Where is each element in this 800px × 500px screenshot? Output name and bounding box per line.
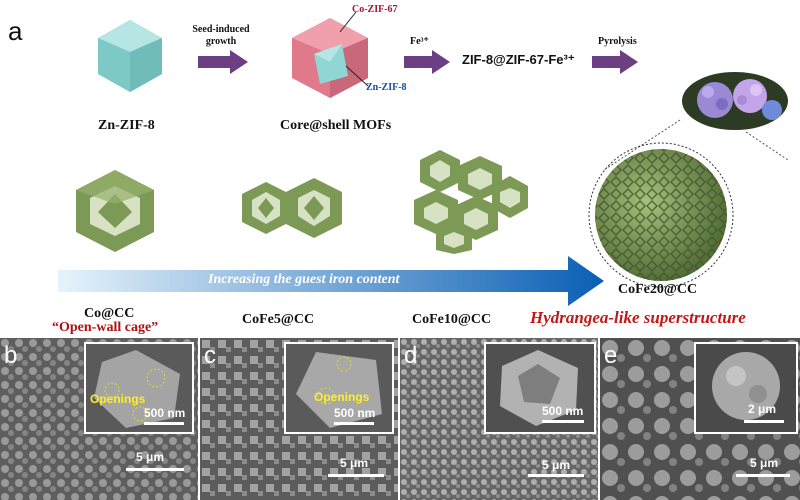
- sem-e-label: e: [604, 342, 618, 369]
- sem-panel-c: c Openings 500 nm 5 μm: [200, 338, 398, 500]
- co-cc-label: Co@CC: [84, 306, 135, 321]
- sem-e-scale-text: 5 μm: [750, 456, 779, 470]
- hydrangea-label: Hydrangea-like superstructure: [530, 308, 746, 327]
- fe3-label: Fe³⁺: [410, 36, 429, 47]
- co-zif67-pointer: [339, 11, 357, 33]
- open-wall-label: “Open-wall cage”: [52, 320, 159, 335]
- sem-e-inset-image: [696, 344, 796, 432]
- cofe10-cages-icon: [414, 150, 528, 254]
- sem-panel-b: b Openings 500 nm 5 μm: [0, 338, 198, 500]
- sem-d-inset: 500 nm: [484, 342, 596, 434]
- sem-b-scale-bar: [126, 468, 184, 471]
- sem-panel-d: d 500 nm 5 μm: [400, 338, 598, 500]
- sem-c-scale-bar: [328, 474, 384, 477]
- zn-zif8-crystal-icon: [98, 20, 162, 92]
- sem-c-scale-text: 5 μm: [340, 456, 369, 470]
- sem-c-inset-scale-bar: [334, 422, 374, 425]
- sem-c-openings-label: Openings: [314, 390, 370, 404]
- sem-d-scale-bar: [528, 474, 584, 477]
- cofe20-label: CoFe20@CC: [618, 282, 698, 297]
- sem-c-inset-image: [286, 344, 392, 432]
- sem-b-scale-text: 5 μm: [136, 450, 165, 464]
- sem-d-inset-scale-text: 500 nm: [542, 404, 584, 418]
- zn-zif8-inner-label: Zn-ZIF-8: [366, 82, 407, 93]
- sem-c-label: c: [204, 342, 216, 369]
- zn-zif8-label: Zn-ZIF-8: [98, 118, 155, 133]
- sem-b-inset-scale-bar: [144, 422, 184, 425]
- sem-panel-e: e 2 μm 5 μm: [600, 338, 800, 500]
- zoom-lines: [603, 119, 789, 171]
- sem-d-label: d: [404, 342, 418, 369]
- pyrolysis-arrow-icon: [592, 50, 638, 74]
- co-cc-cage-icon: [76, 170, 154, 252]
- seed-induced-label: Seed-induced growth: [192, 24, 250, 47]
- sem-d-inset-image: [486, 344, 594, 432]
- sem-d-inset-scale-bar: [542, 420, 584, 423]
- sem-e-inset-scale-text: 2 μm: [748, 402, 777, 416]
- hydrangea-photo: [680, 70, 790, 132]
- sem-b-openings-label: Openings: [90, 392, 146, 406]
- gradient-arrow-text: Increasing the guest iron content: [208, 272, 400, 287]
- iron-content-gradient-arrow: [58, 256, 604, 306]
- sem-b-inset-scale-text: 500 nm: [144, 406, 186, 420]
- zn-zif8-pointer: [345, 65, 369, 87]
- fe3-arrow-icon: [404, 50, 450, 74]
- sem-e-scale-bar: [736, 474, 790, 477]
- cofe5-label: CoFe5@CC: [242, 312, 315, 327]
- sem-e-inset: 2 μm: [694, 342, 798, 434]
- sem-b-inset-image: [86, 344, 192, 432]
- core-shell-mof-icon: [292, 18, 368, 98]
- sem-b-label: b: [4, 342, 18, 369]
- panel-label-a: a: [8, 16, 23, 46]
- sem-e-inset-scale-bar: [744, 420, 784, 423]
- cofe5-cages-icon: [242, 178, 342, 238]
- cofe20-sphere-icon: [588, 142, 734, 288]
- zif-fe-label: ZIF-8@ZIF-67-Fe³⁺: [462, 52, 575, 67]
- sem-c-inset-scale-text: 500 nm: [334, 406, 376, 420]
- seed-arrow-icon: [198, 50, 248, 74]
- sem-b-inset: Openings 500 nm: [84, 342, 194, 434]
- cofe10-label: CoFe10@CC: [412, 312, 492, 327]
- co-zif67-label: Co-ZIF-67: [352, 4, 398, 15]
- sem-d-scale-text: 5 μm: [542, 458, 571, 472]
- core-shell-label: Core@shell MOFs: [280, 118, 392, 133]
- sem-c-inset: Openings 500 nm: [284, 342, 394, 434]
- pyrolysis-label: Pyrolysis: [598, 36, 637, 47]
